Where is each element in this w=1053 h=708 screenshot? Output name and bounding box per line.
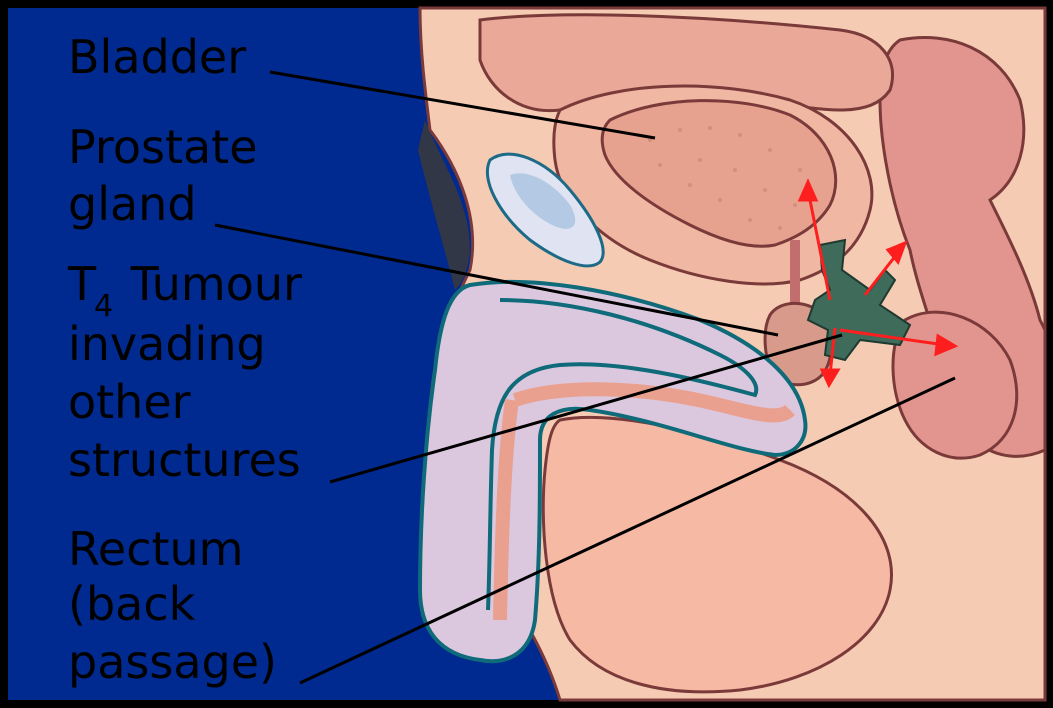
label-rectum-line2: (back: [68, 577, 196, 631]
label-prostate-line1: Prostate: [68, 120, 258, 174]
label-rectum-line1: Rectum: [68, 522, 244, 576]
label-tumour-line2: invading: [68, 317, 266, 371]
label-tumour-rest: Tumour: [116, 257, 302, 311]
label-bladder: Bladder: [68, 30, 246, 84]
label-tumour-t: T: [67, 257, 97, 311]
label-tumour-line3: other: [68, 375, 191, 429]
label-tumour-line4: structures: [68, 433, 301, 487]
label-prostate-line2: gland: [68, 177, 197, 231]
label-rectum-line3: passage): [68, 635, 277, 689]
